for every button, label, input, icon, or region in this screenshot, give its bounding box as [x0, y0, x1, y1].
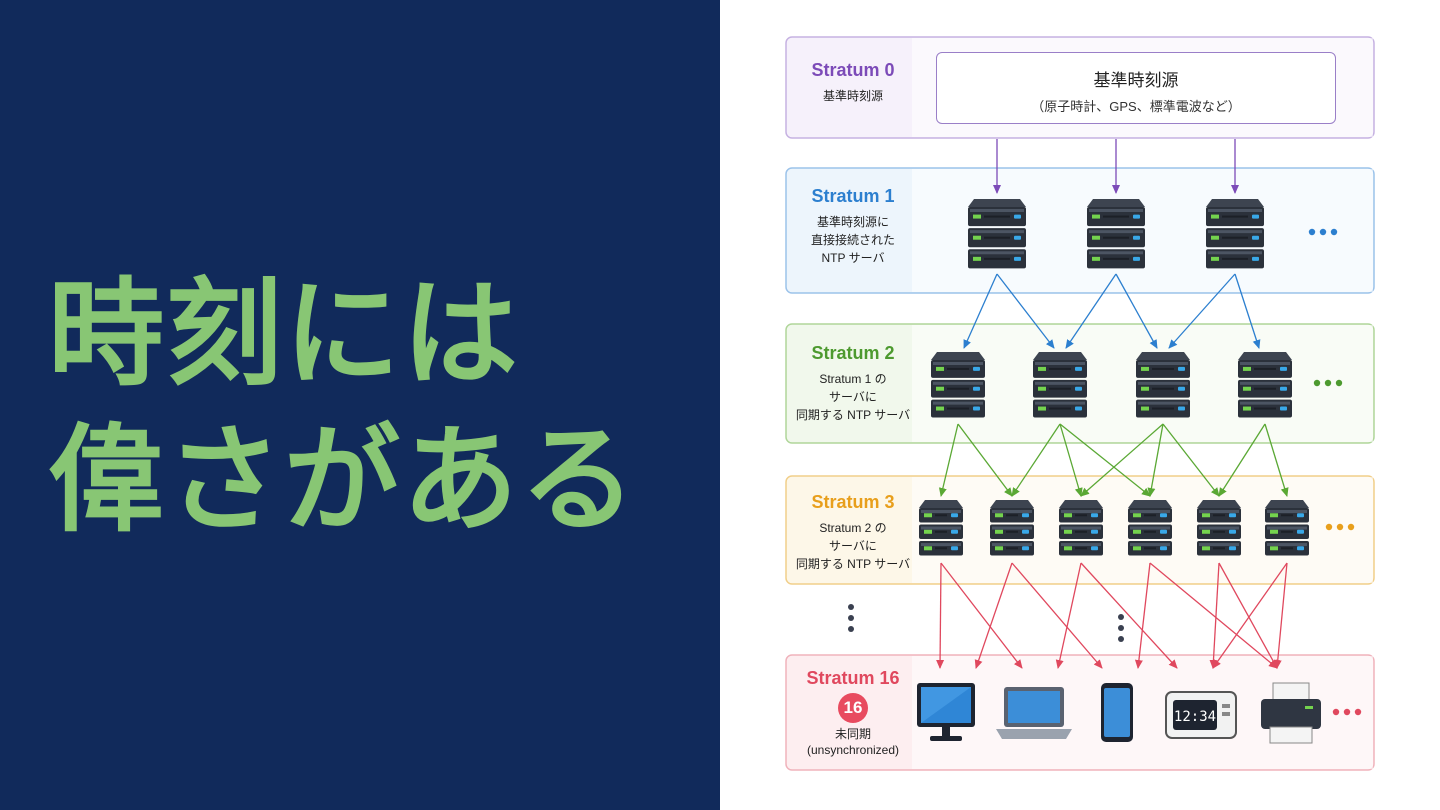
clock-time: 12:34 [1174, 709, 1216, 725]
arrow-s1-s2 [996, 273, 1055, 349]
headline-line-2: 偉さがある [48, 413, 638, 548]
stratum-1-desc-1: 基準時刻源に [816, 215, 889, 229]
stratum-0-title: Stratum 0 [811, 60, 895, 80]
arrow-s2-s3 [1011, 423, 1061, 497]
arrow-s3-s16 [1134, 562, 1151, 669]
stratum-3-desc-1: Stratum 2 の [819, 521, 887, 535]
stratum-16-more-icon [1332, 708, 1362, 716]
stratum-3-label: Stratum 3 Stratum 2 の サーバに 同期する NTP サーバ [780, 492, 926, 573]
arrow-s3-s16 [974, 562, 1013, 669]
stratum-2-server-icon [1136, 352, 1190, 418]
stratum-3-server-icon [1197, 500, 1241, 556]
stratum-3-server-icon [1128, 500, 1172, 556]
stratum-3-desc-2: サーバに [829, 539, 877, 553]
stratum-1-more-icon [1308, 228, 1338, 236]
monitor-icon [917, 683, 975, 741]
arrow-s2-s3 [1218, 423, 1266, 497]
stratum-1-label: Stratum 1 基準時刻源に 直接接続された NTP サーバ [784, 186, 922, 267]
stratum-3-desc-3: 同期する NTP サーバ [795, 557, 911, 571]
arrow-s1-s2 [1065, 273, 1117, 349]
arrow-s1-s2 [1115, 273, 1158, 349]
arrow-s1-s2 [963, 273, 998, 349]
stratum-16-desc-2: (unsynchronized) [806, 743, 900, 757]
printer-icon [1261, 682, 1321, 744]
stratum-3-server-icon [1265, 500, 1309, 556]
arrow-s3-s16 [936, 562, 945, 669]
arrow-s3-s16 [1209, 562, 1220, 669]
headline-line-1: 時刻には [48, 267, 520, 402]
arrow-s2-s3 [957, 423, 1013, 497]
stratum-3-server-icon [990, 500, 1034, 556]
stratum-0-desc: 基準時刻源 [822, 89, 883, 103]
arrow-s3-s16 [940, 562, 1023, 669]
stratum-1-server-icon [1206, 199, 1264, 269]
arrow-s3-s16 [1055, 562, 1082, 669]
stratum-2-server-icon [1238, 352, 1292, 418]
stratum-1-title: Stratum 1 [811, 186, 895, 206]
reference-clock-box: 基準時刻源 （原子時計、GPS、標準電波など） [936, 52, 1336, 124]
stratum-16-label: Stratum 16 16 未同期 (unsynchronized) [780, 668, 926, 757]
arrow-s1-s2 [1168, 273, 1236, 349]
arrow-s2-s3 [1264, 423, 1289, 497]
arrow-s3-s16 [1212, 562, 1288, 669]
arrow-s1-s2 [1234, 273, 1261, 349]
stratum-2-label: Stratum 2 Stratum 1 の サーバに 同期する NTP サーバ [780, 343, 926, 424]
stratum-2-more-icon [1313, 379, 1343, 387]
arrow-s2-s3 [938, 423, 959, 497]
clock-icon: 12:34 [1165, 691, 1237, 739]
arrow-s2-s3 [1147, 423, 1164, 497]
stratum-1-desc-2: 直接接続された [810, 233, 895, 247]
stratum-1-desc-3: NTP サーバ [821, 251, 885, 265]
stratum-3-server-icon [919, 500, 963, 556]
stratum-16-badge: 16 [838, 693, 868, 723]
stratum-1-server-icon [1087, 199, 1145, 269]
stratum-2-desc-1: Stratum 1 の [819, 372, 887, 386]
arrow-s2-s3 [1162, 423, 1220, 497]
stratum-3-server-icon [1059, 500, 1103, 556]
stratum-16-title: Stratum 16 [806, 668, 900, 688]
headline: 時刻には 偉さがある [48, 262, 638, 554]
arrow-s3-s16 [1080, 562, 1178, 669]
stratum-2-desc-3: 同期する NTP サーバ [795, 408, 911, 422]
stratum-2-server-icon [1033, 352, 1087, 418]
arrow-s2-s3 [1080, 423, 1164, 497]
arrow-s2-s3 [1059, 423, 1083, 497]
reference-clock-subtitle: （原子時計、GPS、標準電波など） [1031, 99, 1241, 114]
arrow-s2-s3 [1059, 423, 1151, 497]
stratum-3-title: Stratum 3 [811, 492, 895, 512]
arrow-s3-s16 [1273, 562, 1288, 669]
stratum-3-more-icon [1325, 523, 1355, 531]
stratum-2-server-icon [931, 352, 985, 418]
gap-marker-icon [1118, 614, 1124, 642]
stratum-2-title: Stratum 2 [811, 343, 895, 363]
gap-marker-icon [848, 604, 854, 632]
stratum-0-label: Stratum 0 基準時刻源 [788, 60, 918, 105]
smartphone-icon [1101, 683, 1133, 742]
laptop-icon [996, 687, 1072, 739]
stratum-16-desc-1: 未同期 [834, 727, 871, 741]
arrow-s3-s16 [1218, 562, 1278, 669]
arrow-s3-s16 [1011, 562, 1103, 669]
title-panel: 時刻には 偉さがある [0, 0, 720, 810]
stratum-diagram-panel: 12:34 Stratum 0 基準時刻源 基準時刻源 （原子時計、GPS、標準… [720, 0, 1440, 810]
arrow-s3-s16 [1149, 562, 1278, 669]
reference-clock-title: 基準時刻源 [1093, 71, 1179, 90]
stratum-1-server-icon [968, 199, 1026, 269]
stratum-2-desc-2: サーバに [829, 390, 877, 404]
